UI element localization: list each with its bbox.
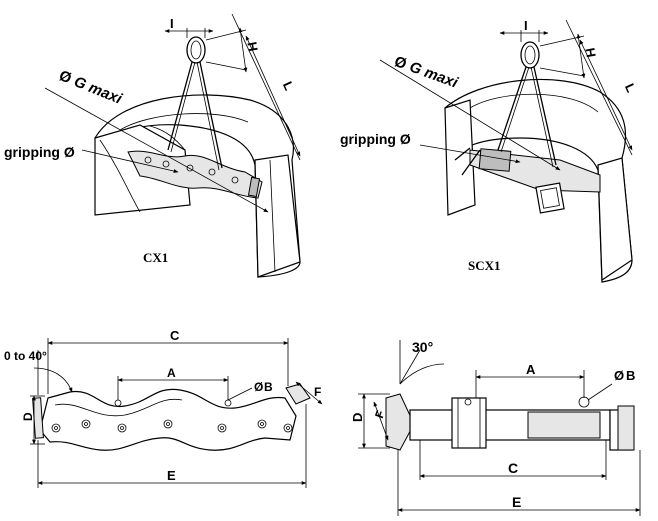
cx1-g-maxi-label: G maxi: [71, 73, 125, 108]
cx1-side-view: 0 to 40° C A Ø B D F E: [4, 328, 323, 488]
scx1-g-maxi-label: G maxi: [407, 58, 461, 91]
scx1-lifting-chain: [497, 41, 557, 168]
cx1-angle-label: 0 to 40°: [4, 349, 47, 363]
cx1-dim-d-label: D: [21, 412, 35, 421]
cx1-dim-b-label: B: [264, 380, 273, 394]
cx1-lifting-chain: [167, 36, 223, 171]
cx1-dim-i-label: I: [170, 16, 174, 31]
cx1-dim-a-label: A: [167, 366, 176, 380]
cx1-caption: CX1: [143, 250, 168, 265]
scx1-caption: SCX1: [468, 258, 501, 273]
scx1-dim-b-label: B: [626, 368, 635, 383]
cx1-g-symbol: Ø: [57, 67, 74, 87]
cx1-clamp-beam: [127, 150, 263, 199]
cx1-dim-f-label: F: [314, 385, 321, 399]
scx1-dim-h-label: H: [582, 47, 598, 59]
scx1-dim-c-label: C: [508, 460, 518, 476]
scx1-dim-i-label: I: [524, 18, 528, 33]
cx1-dim-b-symbol: Ø: [254, 380, 263, 394]
cx1-dim-c-label: C: [170, 328, 180, 343]
scx1-dim-b-symbol: Ø: [614, 368, 624, 383]
scx1-dim-e-label: E: [512, 494, 521, 510]
scx1-dim-l-label: L: [622, 81, 639, 95]
scx1-dim-f-label: F: [372, 408, 388, 420]
scx1-gripping-label: gripping Ø: [340, 131, 411, 147]
scx1-side-view: 30° A Ø B D F C E: [350, 339, 641, 516]
cx1-isometric-view: I H L Ø G maxi gripping Ø CX1: [4, 13, 301, 278]
scx1-isometric-view: I H L Ø G maxi gripping Ø SCX1: [340, 18, 639, 283]
scx1-angle-label: 30°: [412, 339, 433, 355]
scx1-g-symbol: Ø: [392, 53, 409, 73]
cx1-bolt-holes: [51, 399, 293, 433]
scx1-dim-a-label: A: [526, 362, 536, 377]
cx1-dim-l-label: L: [280, 79, 297, 93]
wall-block: [254, 154, 301, 278]
cx1-gripping-label: gripping Ø: [4, 144, 75, 160]
scx1-dim-d-label: D: [350, 413, 365, 422]
cx1-dim-e-label: E: [167, 468, 176, 483]
